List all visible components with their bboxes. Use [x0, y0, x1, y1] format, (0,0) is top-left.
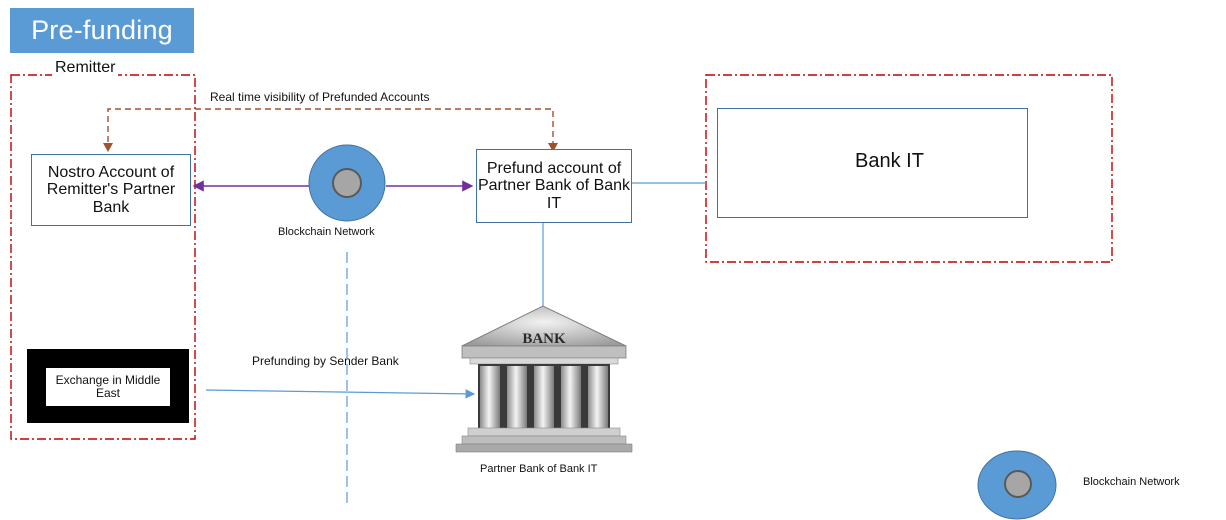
legend-blockchain-icon — [977, 450, 1057, 520]
nostro-account-label: Nostro Account of Remitter's Partner Ban… — [46, 164, 176, 216]
legend-blockchain-label: Blockchain Network — [1083, 476, 1180, 488]
prefund-account-box: Prefund account of Partner Bank of Bank … — [476, 149, 632, 223]
bank-it-label: Bank IT — [855, 150, 924, 172]
remitter-group-label: Remitter — [52, 59, 119, 77]
exchange-label: Exchange in Middle East — [55, 372, 161, 400]
blockchain-node-icon — [308, 144, 386, 222]
nostro-account-box: Nostro Account of Remitter's Partner Ban… — [31, 154, 191, 226]
page-title: Pre-funding — [10, 8, 194, 53]
blockchain-network-label: Blockchain Network — [278, 226, 375, 238]
visibility-arrowhead-right — [548, 143, 558, 152]
partner-bank-label: Partner Bank of Bank IT — [480, 463, 598, 475]
visibility-arrowhead-left — [103, 143, 113, 152]
exchange-to-bank-arrow — [205, 389, 476, 399]
bank-it-group-border — [705, 74, 1113, 263]
bank-building-sign: BANK — [522, 331, 566, 347]
prefunding-label: Prefunding by Sender Bank — [252, 354, 399, 368]
realtime-visibility-label: Real time visibility of Prefunded Accoun… — [210, 90, 430, 104]
visibility-arrow — [107, 108, 554, 147]
prefund-account-label: Prefund account of Partner Bank of Bank … — [477, 160, 631, 212]
exchange-box: Exchange in Middle East — [46, 368, 170, 406]
bank-building-icon: BANK — [455, 305, 633, 453]
bank-it-box — [717, 108, 1028, 218]
